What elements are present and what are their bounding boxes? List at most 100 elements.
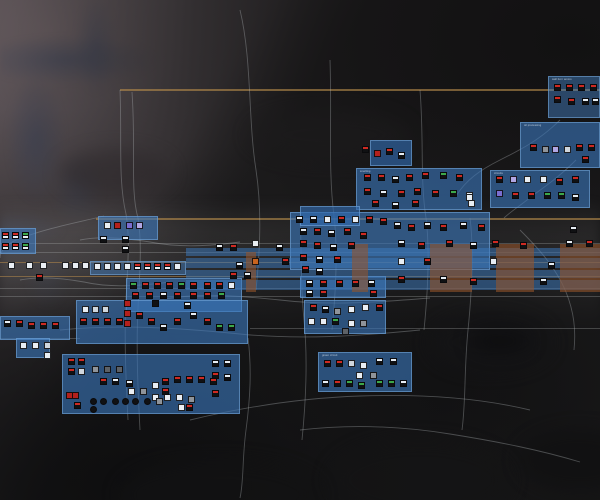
- entity-icon[interactable]: [20, 342, 27, 349]
- entity-icon[interactable]: [68, 358, 75, 365]
- entity-icon[interactable]: [590, 84, 597, 91]
- entity-icon[interactable]: [90, 406, 97, 413]
- entity-icon[interactable]: [320, 280, 327, 287]
- entity-icon[interactable]: [72, 262, 79, 269]
- entity-icon[interactable]: [554, 84, 561, 91]
- entity-icon[interactable]: [324, 360, 331, 367]
- entity-icon[interactable]: [210, 378, 217, 385]
- entity-icon[interactable]: [432, 190, 439, 197]
- entity-icon[interactable]: [398, 258, 405, 265]
- entity-icon[interactable]: [324, 216, 331, 223]
- entity-icon[interactable]: [178, 404, 185, 411]
- entity-icon[interactable]: [566, 84, 573, 91]
- entity-icon[interactable]: [90, 398, 97, 405]
- entity-icon[interactable]: [320, 318, 327, 325]
- entity-icon[interactable]: [162, 378, 169, 385]
- entity-icon[interactable]: [100, 378, 107, 385]
- entity-icon[interactable]: [520, 242, 527, 249]
- entity-icon[interactable]: [174, 318, 181, 325]
- entity-icon[interactable]: [336, 280, 343, 287]
- entity-icon[interactable]: [252, 240, 259, 247]
- entity-icon[interactable]: [376, 380, 383, 387]
- entity-icon[interactable]: [528, 192, 535, 199]
- entity-icon[interactable]: [336, 360, 343, 367]
- entity-icon[interactable]: [22, 232, 29, 239]
- entity-icon[interactable]: [394, 222, 401, 229]
- entity-icon[interactable]: [104, 263, 111, 270]
- entity-icon[interactable]: [372, 200, 379, 207]
- entity-icon[interactable]: [134, 263, 141, 270]
- entity-icon[interactable]: [322, 380, 329, 387]
- entity-icon[interactable]: [392, 202, 399, 209]
- entity-icon[interactable]: [398, 240, 405, 247]
- entity-icon[interactable]: [224, 360, 231, 367]
- entity-icon[interactable]: [148, 318, 155, 325]
- entity-icon[interactable]: [100, 236, 107, 243]
- entity-icon[interactable]: [224, 374, 231, 381]
- entity-icon[interactable]: [400, 380, 407, 387]
- entity-icon[interactable]: [356, 372, 363, 379]
- entity-icon[interactable]: [310, 304, 317, 311]
- entity-icon[interactable]: [166, 282, 173, 289]
- entity-icon[interactable]: [228, 324, 235, 331]
- entity-icon[interactable]: [530, 144, 537, 151]
- entity-icon[interactable]: [8, 262, 15, 269]
- entity-icon[interactable]: [164, 263, 171, 270]
- entity-icon[interactable]: [188, 396, 195, 403]
- zone-k-left-lo[interactable]: [0, 316, 70, 340]
- entity-icon[interactable]: [398, 152, 405, 159]
- entity-icon[interactable]: [314, 242, 321, 249]
- entity-icon[interactable]: [52, 322, 59, 329]
- entity-icon[interactable]: [576, 144, 583, 151]
- entity-icon[interactable]: [582, 156, 589, 163]
- entity-icon[interactable]: [22, 243, 29, 250]
- entity-icon[interactable]: [26, 262, 33, 269]
- entity-icon[interactable]: [28, 322, 35, 329]
- entity-icon[interactable]: [566, 240, 573, 247]
- entity-icon[interactable]: [216, 244, 223, 251]
- entity-icon[interactable]: [114, 263, 121, 270]
- entity-icon[interactable]: [126, 222, 133, 229]
- entity-icon[interactable]: [424, 222, 431, 229]
- entity-icon[interactable]: [440, 172, 447, 179]
- entity-icon[interactable]: [124, 300, 131, 307]
- entity-icon[interactable]: [330, 244, 337, 251]
- entity-icon[interactable]: [406, 174, 413, 181]
- entity-icon[interactable]: [174, 263, 181, 270]
- entity-icon[interactable]: [16, 320, 23, 327]
- entity-icon[interactable]: [490, 258, 497, 265]
- entity-icon[interactable]: [116, 366, 123, 373]
- entity-icon[interactable]: [300, 254, 307, 261]
- entity-icon[interactable]: [122, 398, 129, 405]
- entity-icon[interactable]: [114, 222, 121, 229]
- entity-icon[interactable]: [300, 240, 307, 247]
- entity-icon[interactable]: [144, 398, 151, 405]
- entity-icon[interactable]: [414, 188, 421, 195]
- entity-icon[interactable]: [366, 216, 373, 223]
- entity-icon[interactable]: [334, 256, 341, 263]
- entity-icon[interactable]: [112, 398, 119, 405]
- entity-icon[interactable]: [302, 266, 309, 273]
- entity-icon[interactable]: [338, 216, 345, 223]
- entity-icon[interactable]: [370, 290, 377, 297]
- entity-icon[interactable]: [78, 368, 85, 375]
- entity-icon[interactable]: [132, 398, 139, 405]
- entity-icon[interactable]: [346, 380, 353, 387]
- entity-icon[interactable]: [136, 222, 143, 229]
- entity-icon[interactable]: [78, 358, 85, 365]
- entity-icon[interactable]: [154, 282, 161, 289]
- entity-icon[interactable]: [152, 300, 159, 307]
- entity-icon[interactable]: [2, 243, 9, 250]
- entity-icon[interactable]: [322, 306, 329, 313]
- entity-icon[interactable]: [348, 320, 355, 327]
- entity-icon[interactable]: [352, 280, 359, 287]
- entity-icon[interactable]: [190, 312, 197, 319]
- entity-icon[interactable]: [104, 222, 111, 229]
- entity-icon[interactable]: [398, 276, 405, 283]
- entity-icon[interactable]: [156, 398, 163, 405]
- entity-icon[interactable]: [152, 394, 159, 401]
- entity-icon[interactable]: [244, 272, 251, 279]
- entity-icon[interactable]: [328, 230, 335, 237]
- entity-icon[interactable]: [456, 174, 463, 181]
- entity-icon[interactable]: [154, 263, 161, 270]
